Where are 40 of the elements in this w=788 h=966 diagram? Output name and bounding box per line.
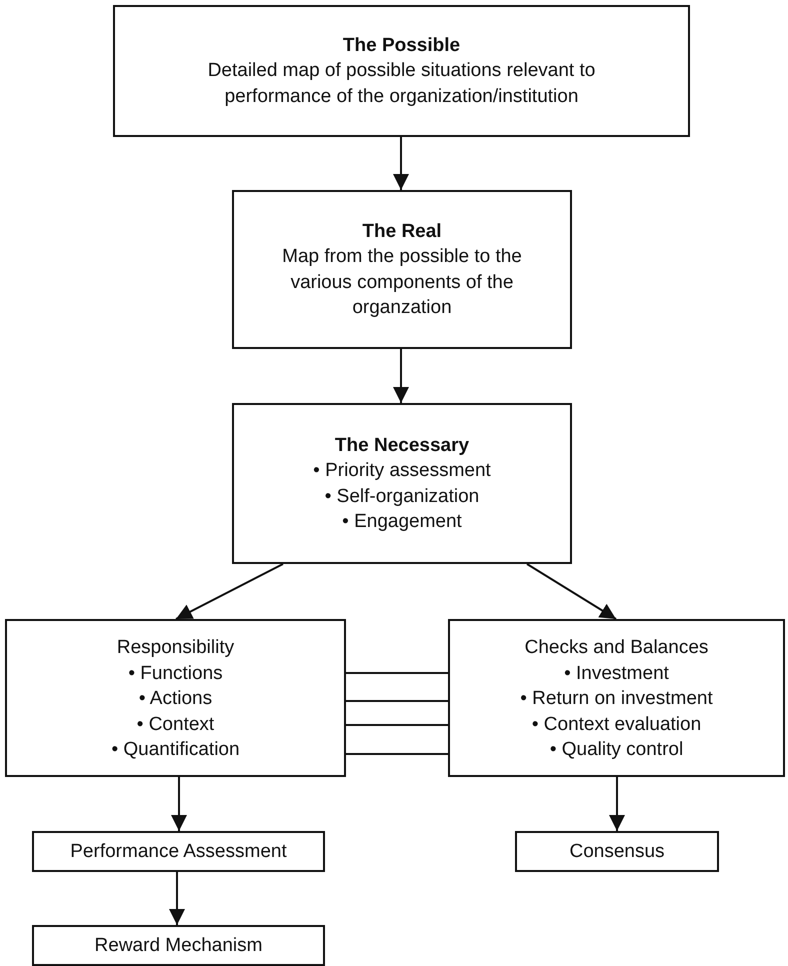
process-box (515, 831, 719, 872)
process-box (232, 190, 572, 349)
process-box (448, 619, 785, 777)
process-box (232, 403, 572, 564)
arrow (609, 777, 625, 831)
bullet-item: • Quality control (550, 738, 684, 762)
arrow (169, 872, 185, 925)
process-box (32, 831, 325, 872)
box-text: Detailed map of possible situations relevant to performance of the organization/institution (206, 59, 596, 109)
box-heading: The Necessary (334, 434, 470, 458)
box-text: Consensus (569, 840, 665, 864)
process-box (5, 619, 346, 777)
connector-line (346, 700, 448, 702)
connector-line (346, 672, 448, 674)
box-text: Reward Mechanism (94, 934, 262, 958)
bullet-item: • Return on investment (520, 687, 713, 711)
bullet-item: • Investment (564, 662, 669, 686)
arrow (526, 563, 617, 620)
bullet-item: • Context (136, 712, 214, 736)
bullet-item: • Self-organization (324, 484, 480, 508)
box-text: Map from the possible to the various components of the organzation (281, 245, 523, 320)
bullet-item: • Quantification (111, 738, 240, 762)
bullet-item: • Priority assessment (313, 459, 491, 483)
box-heading: The Possible (342, 34, 460, 58)
connector-line (346, 753, 448, 755)
box-heading: Responsibility (116, 636, 234, 660)
bullet-item: • Context evaluation (532, 712, 702, 736)
arrow (171, 777, 187, 831)
bullet-item: • Functions (128, 662, 223, 686)
connector-line (346, 724, 448, 726)
process-box (113, 5, 690, 137)
box-heading: Checks and Balances (524, 636, 708, 660)
bullet-item: • Actions (138, 687, 212, 711)
box-heading: The Real (362, 220, 442, 244)
process-box (32, 925, 325, 966)
box-text: Performance Assessment (70, 840, 287, 864)
arrow (176, 563, 284, 620)
bullet-item: • Engagement (342, 510, 462, 534)
arrow (393, 137, 409, 190)
arrow (393, 349, 409, 403)
